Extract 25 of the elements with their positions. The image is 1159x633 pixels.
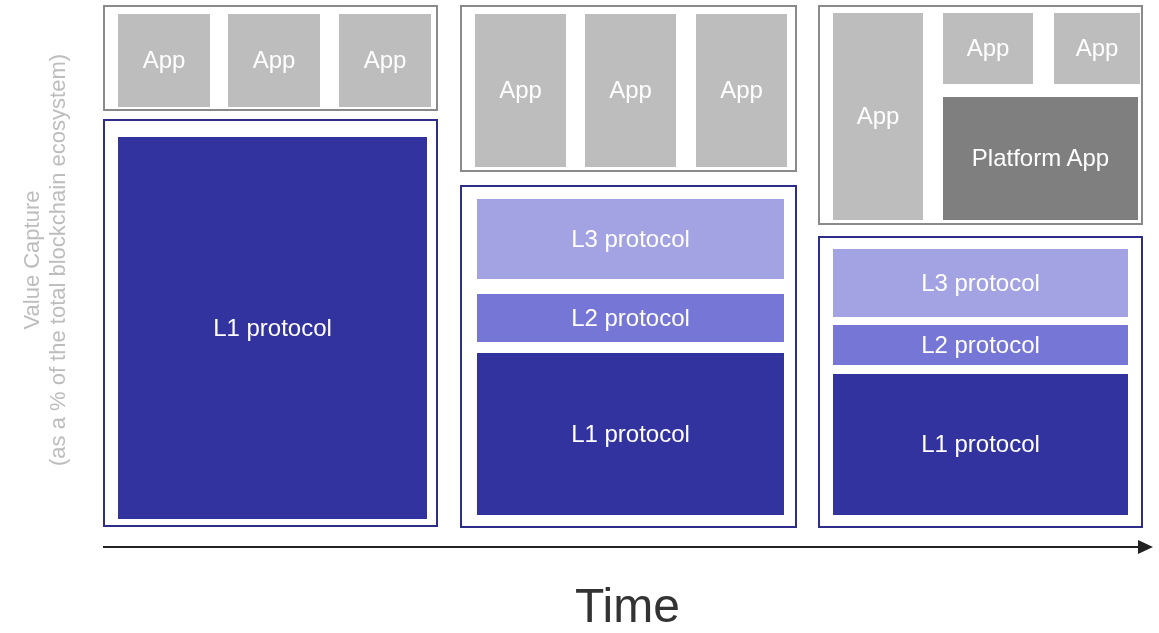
layer-frame (460, 185, 797, 528)
app-block: App (943, 13, 1033, 84)
axis-title: (as a % of the total blockchain ecosystem) (45, 52, 71, 469)
app-block: App (228, 14, 320, 107)
protocol-block: L3 protocol (833, 249, 1128, 317)
protocol-block: L2 protocol (477, 294, 784, 342)
axis-title: Value Capture (18, 189, 45, 332)
app-block: App (1054, 13, 1140, 84)
platform-app-block: Platform App (943, 97, 1138, 220)
protocol-block: L1 protocol (477, 353, 784, 515)
protocol-block: L2 protocol (833, 325, 1128, 365)
layer-frame (818, 5, 1143, 225)
app-block: App (585, 14, 676, 167)
app-block: App (696, 14, 787, 167)
axis-title: Time (575, 579, 680, 632)
layer-frame (818, 236, 1143, 528)
layer-frame (103, 5, 438, 111)
layer-frame (460, 5, 797, 172)
protocol-block: L1 protocol (118, 137, 427, 519)
app-block: App (339, 14, 431, 107)
app-block: App (833, 13, 923, 220)
protocol-block: L3 protocol (477, 199, 784, 279)
app-block: App (475, 14, 566, 167)
protocol-block: L1 protocol (833, 374, 1128, 515)
app-block: App (118, 14, 210, 107)
